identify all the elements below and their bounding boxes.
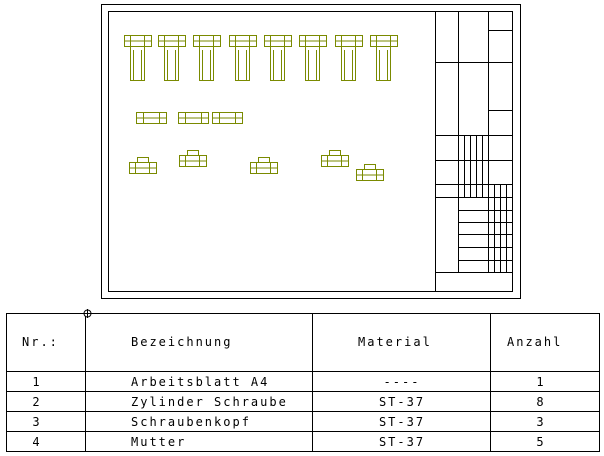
bom-row-1-bezeichnung: Arbeitsblatt A4	[131, 375, 270, 389]
bolt-part[interactable]	[158, 35, 186, 81]
bom-row-1-material: ----	[383, 375, 421, 389]
nut-part[interactable]	[179, 150, 207, 167]
bom-row-4-anzahl: 5	[536, 435, 546, 449]
bom-row-4-material: ST-37	[378, 435, 426, 449]
bolt-part[interactable]	[229, 35, 257, 81]
title-block	[435, 11, 513, 292]
bom-row-3-material: ST-37	[378, 415, 426, 429]
bom-row-3-nr: 3	[32, 415, 42, 429]
bom-row-4-nr: 4	[32, 435, 42, 449]
bom-table-grid	[6, 313, 600, 452]
screw-head-parts[interactable]	[136, 112, 243, 124]
table-anchor-icon[interactable]	[83, 309, 92, 318]
bom-row-1-nr: 1	[32, 375, 42, 389]
bom-row-3-anzahl: 3	[536, 415, 546, 429]
nut-part[interactable]	[321, 150, 349, 167]
bom-header-bezeichnung: Bezeichnung	[131, 335, 233, 349]
bolt-part[interactable]	[124, 35, 152, 81]
screw-head-part[interactable]	[136, 112, 167, 124]
sheet-inner-border	[108, 11, 513, 292]
bom-row-2-nr: 2	[32, 395, 42, 409]
nut-parts[interactable]	[129, 150, 384, 181]
sheet-outer-border	[101, 4, 521, 299]
bolt-part[interactable]	[335, 35, 363, 81]
bom-header-material: Material	[358, 335, 432, 349]
bom-row-1-anzahl: 1	[536, 375, 546, 389]
nut-part[interactable]	[250, 157, 278, 174]
bolt-part[interactable]	[264, 35, 292, 81]
bom-row-2-bezeichnung: Zylinder Schraube	[131, 395, 288, 409]
nut-part[interactable]	[129, 157, 157, 174]
bolt-part[interactable]	[299, 35, 327, 81]
bom-header-anzahl: Anzahl	[507, 335, 563, 349]
bom-row-2-anzahl: 8	[536, 395, 546, 409]
bom-row-2-material: ST-37	[378, 395, 426, 409]
screw-head-part[interactable]	[212, 112, 243, 124]
bom-row-3-bezeichnung: Schraubenkopf	[131, 415, 251, 429]
bolt-part[interactable]	[193, 35, 221, 81]
bom-header-nr: Nr.:	[22, 335, 59, 349]
bom-row-4-bezeichnung: Mutter	[131, 435, 187, 449]
drawing-sheet	[101, 4, 521, 299]
screw-head-part[interactable]	[178, 112, 209, 124]
bolt-part[interactable]	[370, 35, 398, 81]
nut-part[interactable]	[356, 164, 384, 181]
bolt-parts[interactable]	[124, 35, 398, 81]
